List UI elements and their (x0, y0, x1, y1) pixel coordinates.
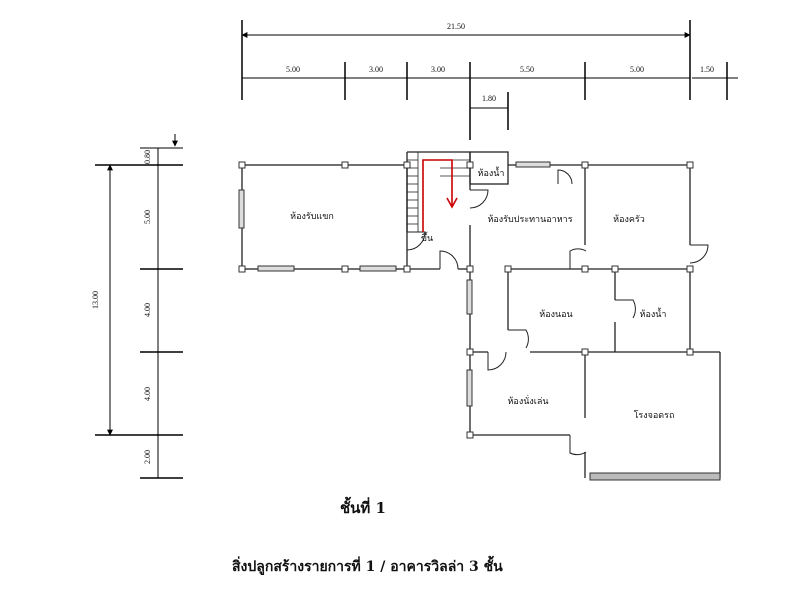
windows (238, 161, 551, 407)
dim-top-seg-4: 5.50 (520, 65, 534, 74)
dim-top-seg-6: 1.50 (700, 65, 714, 74)
left-dimension-chain (95, 134, 183, 479)
staircase (407, 152, 470, 232)
top-dimension-chain (241, 20, 738, 140)
dim-top-seg-5: 5.00 (630, 65, 644, 74)
room-label-garage: โรงจอดรถ (634, 410, 675, 421)
room-label-bedroom: ห้องนอน (539, 309, 572, 320)
stair-arrow (422, 159, 453, 232)
dim-top-total: 21.50 (447, 22, 465, 31)
room-label-stair: ขึ้น (421, 231, 433, 244)
dim-left-seg-5: 2.00 (143, 450, 152, 464)
dim-left-seg-3: 4.00 (143, 303, 152, 317)
dim-top-sub: 1.80 (482, 94, 496, 103)
garage-door (589, 472, 721, 481)
walls (241, 151, 721, 478)
project-caption: สิ่งปลูกสร้างรายการที่ 1 / อาคารวิลล่า 3… (232, 559, 503, 575)
room-label-guest-room: ห้องรับแขก (290, 211, 334, 222)
dim-left-total: 13.00 (91, 291, 100, 309)
dim-top-seg-3: 3.00 (431, 65, 445, 74)
dim-left-seg-4: 4.00 (143, 387, 152, 401)
room-label-kitchen: ห้องครัว (613, 214, 645, 225)
dim-left-seg-1: 0.80 (143, 150, 152, 164)
room-label-dining-room: ห้องรับประทานอาหาร (487, 214, 572, 225)
dim-top-seg-2: 3.00 (369, 65, 383, 74)
dim-top-seg-1: 5.00 (286, 65, 300, 74)
room-label-bathroom-top: ห้องน้ำ (478, 166, 505, 179)
room-label-living-room: ห้องนั่งเล่น (507, 394, 548, 407)
floor-caption: ชั้นที่ 1 (340, 499, 386, 517)
dim-left-seg-2: 5.00 (143, 210, 152, 224)
door-swings (406, 169, 709, 456)
room-label-bathroom-mid: ห้องน้ำ (640, 307, 667, 320)
stair-arrow-head (446, 197, 458, 209)
column-markers (238, 161, 694, 439)
